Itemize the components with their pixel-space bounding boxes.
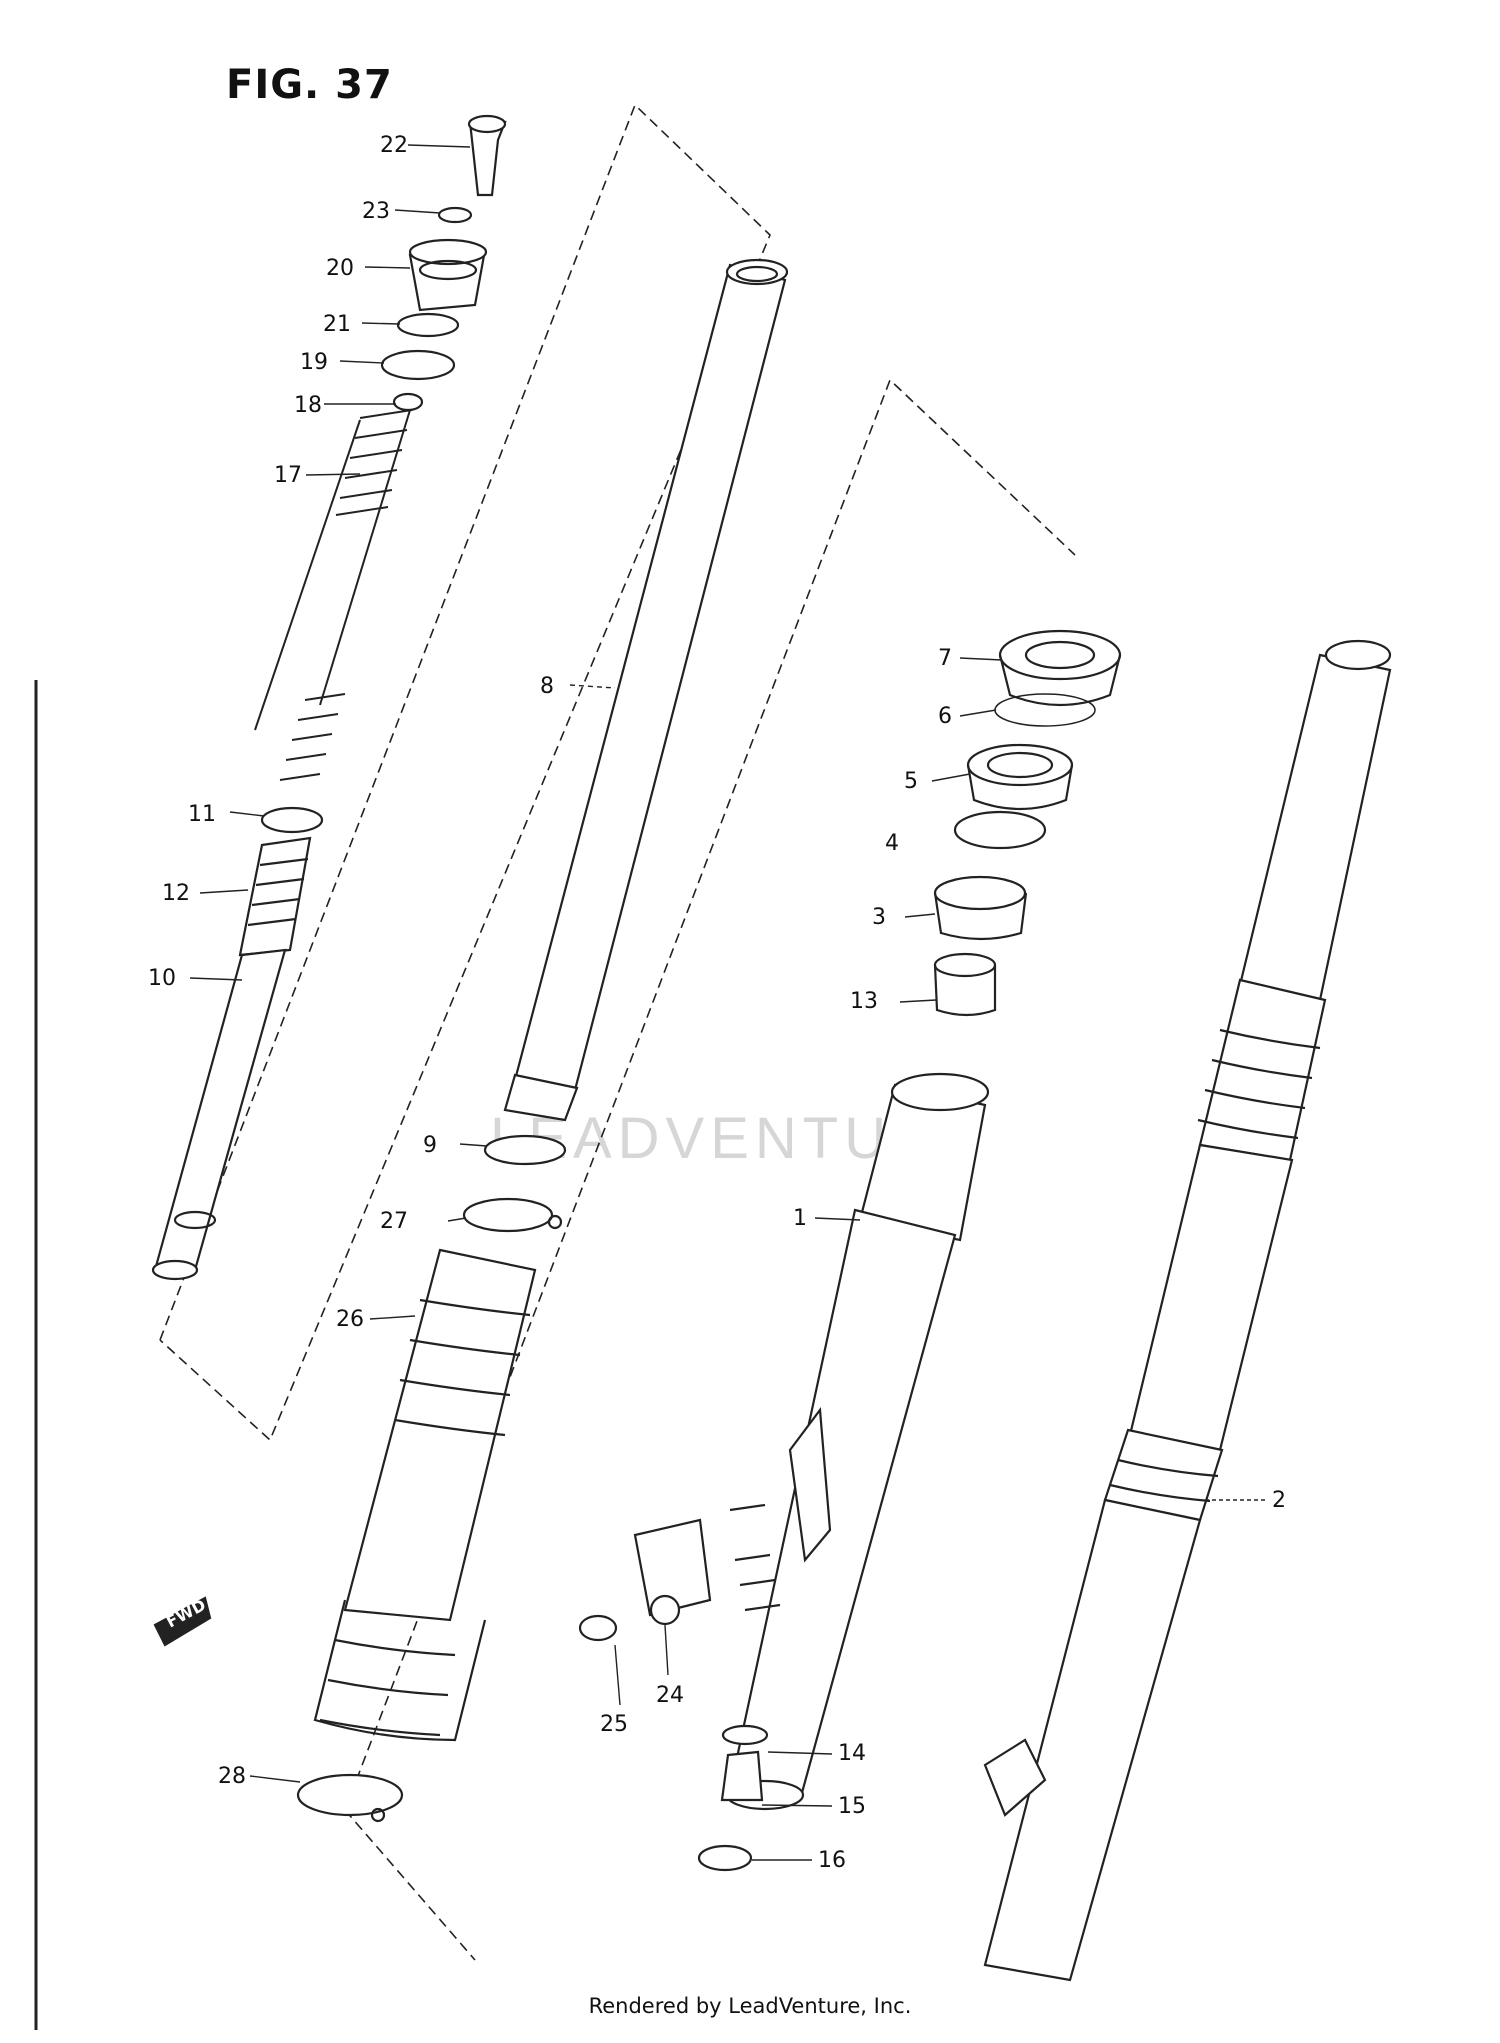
- callout-23: 23: [362, 199, 390, 224]
- washer-4: [953, 810, 1047, 850]
- callout-24: 24: [656, 1683, 684, 1708]
- cap-20: [408, 238, 488, 312]
- stopper-ring-6: [994, 693, 1096, 727]
- fork-assembly-2: [983, 639, 1392, 1982]
- clamp-27: [462, 1197, 563, 1233]
- nut-25: [578, 1614, 618, 1642]
- callout-3: 3: [872, 905, 886, 930]
- oil-seal-5: [966, 743, 1074, 811]
- assembly-outline-boot: [344, 1809, 476, 1961]
- callout-4: 4: [885, 831, 899, 856]
- ring-11: [260, 806, 324, 834]
- leader-lines: [189, 144, 1265, 1861]
- outer-tube-1: [725, 1072, 990, 1811]
- callout-22: 22: [380, 133, 408, 158]
- callout-1: 1: [793, 1206, 807, 1231]
- clamp-28: [296, 1773, 404, 1823]
- o-ring-23: [437, 206, 473, 224]
- dust-boot-26: [313, 1248, 537, 1742]
- callout-14: 14: [838, 1741, 866, 1766]
- damper-rod-10: [151, 948, 287, 1281]
- inner-tube-8: [503, 258, 789, 1122]
- callout-28: 28: [218, 1764, 246, 1789]
- fwd-arrow-icon: FWD: [153, 1595, 212, 1647]
- footer-credit: Rendered by LeadVenture, Inc.: [588, 1994, 912, 2018]
- callout-8: 8: [540, 674, 554, 699]
- callout-19: 19: [300, 350, 328, 375]
- callout-10: 10: [148, 966, 176, 991]
- o-ring-21: [396, 312, 460, 338]
- callout-7: 7: [938, 646, 952, 671]
- callout-2: 2: [1272, 1488, 1286, 1513]
- dust-seal-7: [998, 629, 1122, 707]
- callout-16: 16: [818, 1848, 846, 1873]
- callout-6: 6: [938, 704, 952, 729]
- figure-label: FIG. 37: [226, 62, 393, 108]
- callout-18: 18: [294, 393, 322, 418]
- callout-27: 27: [380, 1209, 408, 1234]
- callout-9: 9: [423, 1133, 437, 1158]
- assembly-outline-outer-tube: [344, 378, 1076, 1811]
- cap-16: [697, 1844, 753, 1872]
- callout-21: 21: [323, 312, 351, 337]
- callout-13: 13: [850, 989, 878, 1014]
- drain-bolt-15: [720, 1750, 764, 1802]
- callout-26: 26: [336, 1307, 364, 1332]
- assembly-outline-inner-tube: [159, 103, 771, 1442]
- callout-5: 5: [904, 769, 918, 794]
- gasket-14: [721, 1724, 769, 1746]
- bushing-9: [483, 1134, 567, 1166]
- spring-17: [254, 409, 413, 781]
- callout-25: 25: [600, 1712, 628, 1737]
- piston-ring-12: [238, 836, 312, 957]
- spacer-18: [392, 392, 424, 412]
- callout-11: 11: [188, 802, 216, 827]
- washer-19: [380, 349, 456, 381]
- callout-17: 17: [274, 463, 302, 488]
- guide-bushing-3: [933, 875, 1028, 941]
- axle-holder-24: [633, 1503, 781, 1626]
- slide-bushing-13: [933, 952, 997, 1017]
- callout-12: 12: [162, 881, 190, 906]
- fork-cap-bolt-22: [467, 114, 507, 197]
- callout-20: 20: [326, 256, 354, 281]
- callout-15: 15: [838, 1794, 866, 1819]
